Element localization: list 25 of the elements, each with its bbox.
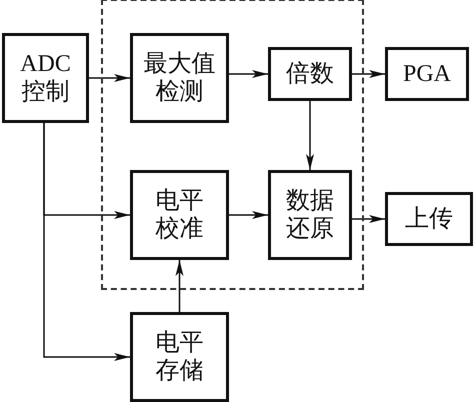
arrow (229, 70, 268, 78)
arrow (89, 74, 130, 82)
box-label: 倍数 (286, 60, 334, 88)
process-box (385, 47, 469, 101)
dashed-frame (101, 0, 364, 290)
box-label: 数据还原 (285, 187, 335, 243)
box-label: 电平存储 (154, 329, 204, 385)
process-box (2, 33, 89, 123)
process-box (130, 312, 229, 402)
arrow (352, 70, 385, 78)
process-box (130, 170, 229, 260)
arrow (352, 215, 385, 223)
box-label: 上传 (405, 205, 453, 233)
arrow (306, 101, 314, 170)
process-box (268, 170, 352, 260)
box-label: ADC 控制 (19, 50, 72, 106)
process-box (385, 192, 473, 246)
arrow (43, 123, 130, 361)
arrow (176, 260, 184, 312)
process-box (268, 47, 352, 101)
process-box (130, 33, 229, 123)
box-label: 最大值检测 (142, 50, 216, 106)
arrow (229, 211, 268, 219)
box-label: 电平校准 (154, 187, 204, 243)
box-label: PGA (402, 60, 451, 88)
